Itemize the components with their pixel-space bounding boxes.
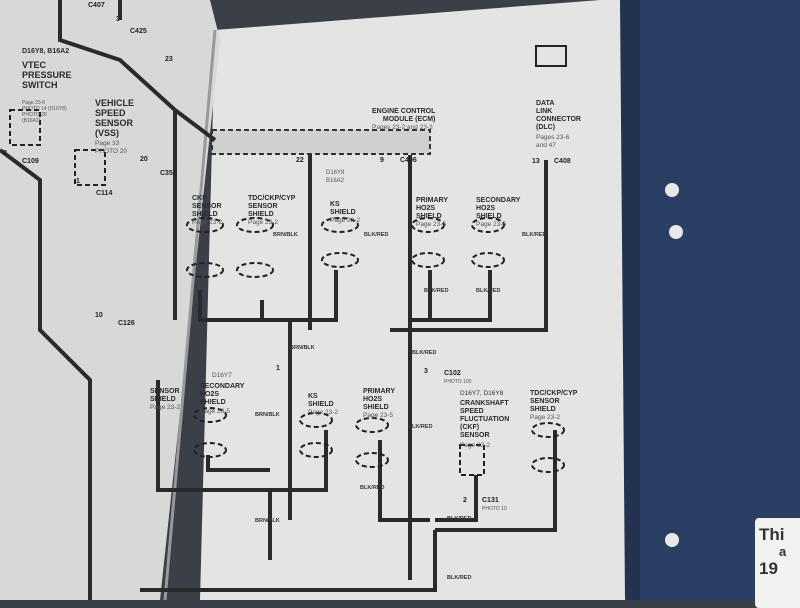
dlc-pin: 13 — [532, 158, 540, 165]
pin-20: 20 — [140, 156, 148, 163]
ecm-box — [211, 129, 431, 155]
wire-label-blk-red: BLK/RED — [424, 288, 449, 294]
vss-pin: 1 — [76, 178, 80, 185]
bottom-shield-2-title: SECONDARY HO2S SHIELD — [200, 383, 245, 406]
ckf-page: Page 23-2 — [460, 442, 490, 449]
left-page — [0, 0, 220, 600]
ecm-pages: Pages 23-2 and 23-3 — [372, 124, 433, 131]
top-shield-5-page: Page 23-5 — [476, 221, 506, 228]
bottom-shield-1-page: Page 23-2 — [150, 404, 180, 411]
ckf-title: CRANKSHAFT SPEED FLUCTUATION (CKF) SENSO… — [460, 400, 510, 439]
c102-photo: PHOTO 100 — [444, 379, 472, 385]
wire-label-blk-red: BLK/RED — [476, 288, 501, 294]
ecm-title: ENGINE CONTROL MODULE (ECM) — [372, 108, 436, 123]
bottom-shield-5-title: TDC/CKP/CYP SENSOR SHIELD — [530, 390, 578, 413]
wire-label-brn-blk: BRN/BLK — [290, 345, 315, 351]
bottom-shield-1-title: SENSOR SHIELD — [150, 388, 180, 403]
wire-label-blk-red: BLK/RED — [408, 424, 433, 430]
bottom-shield-2-variant: D16Y7 — [212, 372, 232, 379]
top-shield-3-title: KS SHIELD — [330, 201, 356, 216]
ckf-variant: D16Y7, D16Y8 — [460, 390, 504, 397]
bottom-shield-5-page: Page 23-2 — [530, 414, 560, 421]
wire-label-brn-blk: BRN/BLK — [255, 412, 280, 418]
bottom-shield-3-title: KS SHIELD — [308, 393, 334, 408]
connector-c425: C425 — [130, 28, 147, 35]
bottom-shield-2-page: Page 23-5 — [200, 408, 230, 415]
bottom-shield-4-page: Page 23-5 — [363, 412, 393, 419]
c102-connector: C102 — [444, 370, 461, 377]
ckf-photo: PHOTO 10 — [482, 506, 507, 512]
wire-label-blk-red: BLK/RED — [364, 232, 389, 238]
wire-label-brn-blk: BRN/BLK — [273, 232, 298, 238]
dlc-connector: C408 — [554, 158, 571, 165]
wire-label-blk-red: BLK/RED — [360, 485, 385, 491]
wiring — [0, 0, 557, 600]
binder-tag: Thi a 19 — [755, 518, 800, 608]
battery-icon — [535, 45, 567, 67]
vss-connector: C114 — [96, 190, 113, 197]
ecm-pin-22: 22 — [296, 157, 304, 164]
binder-tag-line1: Thi — [759, 525, 785, 544]
connector-c407: C407 — [88, 2, 105, 9]
binder-hole — [665, 183, 679, 197]
wire-label-blk-red: BLK/RED — [447, 575, 472, 581]
connector-c351: C351 — [160, 170, 177, 177]
vtec-title: VTEC PRESSURE SWITCH — [22, 60, 72, 90]
top-shield-4-page: Page 23-5 — [416, 221, 446, 228]
ecm-pin-9: 9 — [380, 157, 384, 164]
top-shield-5-title: SECONDARY HO2S SHIELD — [476, 197, 521, 220]
top-shield-1-title: CKF SENSOR SHIELD — [192, 195, 222, 218]
binder-tag-line2: a — [779, 544, 787, 559]
vtec-connector: C109 — [22, 158, 39, 165]
connector-c126: C126 — [118, 320, 135, 327]
bottom-shield-3-page: Page 23-2 — [308, 409, 338, 416]
binder-tag-line3: 19 — [759, 559, 778, 578]
top-shield-3-variant: D16Y8 B16A2 — [326, 170, 345, 184]
vtec-page: Page 23-6 PHOTO 14 (D16Y8) PHOTO 28 (B16… — [22, 100, 67, 124]
top-shield-3-page: Page 23-2 — [330, 217, 360, 224]
ckf-pin: 2 — [463, 497, 467, 504]
vss-page: Page 33 PHOTO 20 — [95, 140, 128, 155]
ckf-connector: C131 — [482, 497, 499, 504]
pin-10: 10 — [95, 312, 103, 319]
vtec-pin: 2 — [3, 150, 7, 157]
pin-23: 23 — [165, 56, 173, 63]
top-shield-1-page: Page 23-2 — [192, 219, 222, 226]
top-shield-4-title: PRIMARY HO2S SHIELD — [416, 197, 449, 220]
shield-cylinders — [9, 109, 565, 476]
wire-label-blk-red: BLK/RED — [447, 516, 472, 522]
bottom-shield-4-title: PRIMARY HO2S SHIELD — [363, 388, 396, 411]
top-shield-2-title: TDC/CKP/CYP SENSOR SHIELD — [248, 195, 296, 218]
pin-1: 1 — [276, 365, 280, 372]
vss-title: VEHICLE SPEED SENSOR (VSS) — [95, 98, 135, 138]
wire-label-blk-red: BLK/RED — [522, 232, 547, 238]
wire-label-brn-blk: BRN/BLK — [255, 518, 280, 524]
dlc-pages: Pages 23-6 and 47 — [536, 134, 570, 149]
dlc-title: DATA LINK CONNECTOR (DLC) — [536, 100, 581, 131]
top-shield-2-page: Page 23-2 — [248, 219, 278, 226]
c102-pin: 3 — [424, 368, 428, 375]
vtec-variant: D16Y8, B16A2 — [22, 48, 70, 55]
wire-label-blk-red: BLK/RED — [412, 350, 437, 356]
ecm-connector: C406 — [400, 157, 417, 164]
pin-3: 3 — [116, 16, 120, 23]
